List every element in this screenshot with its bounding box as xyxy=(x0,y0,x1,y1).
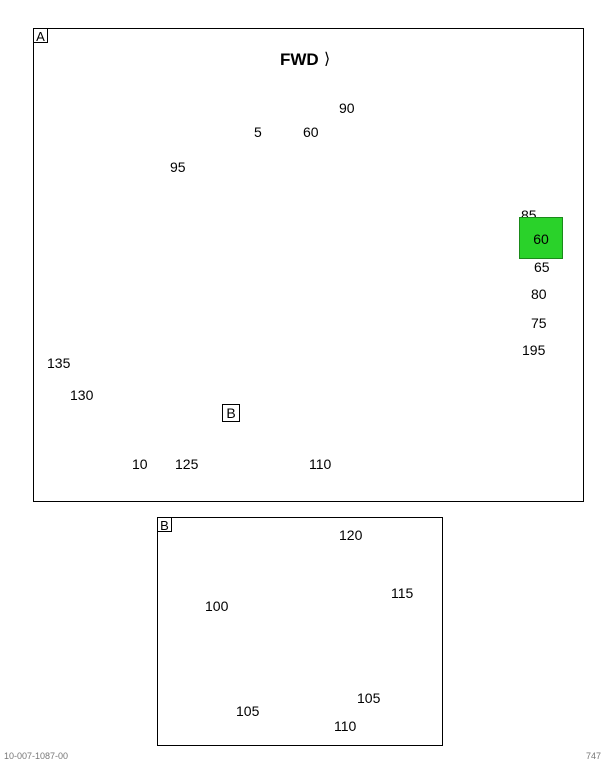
callout-60-highlighted-label: 60 xyxy=(533,231,549,247)
callout-120[interactable]: 120 xyxy=(339,527,363,543)
page-reference: 747 xyxy=(586,751,602,761)
callout-65[interactable]: 65 xyxy=(534,259,550,275)
callout-110[interactable]: 110 xyxy=(309,456,332,472)
callout-90[interactable]: 90 xyxy=(339,100,355,116)
callout-10[interactable]: 10 xyxy=(132,456,148,472)
callout-60-highlighted[interactable]: 60 xyxy=(519,217,563,259)
callout-60-top[interactable]: 60 xyxy=(303,124,319,140)
view-a-frame: A xyxy=(33,28,584,502)
view-a-tag: A xyxy=(33,28,48,44)
callout-95[interactable]: 95 xyxy=(170,159,186,175)
view-b-tag: B xyxy=(157,517,172,533)
document-id: 10-007-1087-00 xyxy=(4,751,69,761)
callout-110-detail[interactable]: 110 xyxy=(334,718,357,734)
callout-105-left[interactable]: 105 xyxy=(236,703,260,719)
callout-130[interactable]: 130 xyxy=(70,387,94,403)
callout-75[interactable]: 75 xyxy=(531,315,547,331)
view-b-frame: B xyxy=(157,517,443,746)
callout-80[interactable]: 80 xyxy=(531,286,547,302)
callout-135[interactable]: 135 xyxy=(47,355,71,371)
callout-100[interactable]: 100 xyxy=(205,598,229,614)
forward-direction-label: FWD xyxy=(280,50,319,69)
callout-195[interactable]: 195 xyxy=(522,342,546,358)
callout-115[interactable]: 115 xyxy=(391,585,414,601)
callout-125[interactable]: 125 xyxy=(175,456,199,472)
detail-b-reference[interactable]: B xyxy=(222,404,240,422)
callout-5[interactable]: 5 xyxy=(254,124,262,140)
callout-105-right[interactable]: 105 xyxy=(357,690,381,706)
forward-arrow-icon: ⟩ xyxy=(324,51,331,68)
